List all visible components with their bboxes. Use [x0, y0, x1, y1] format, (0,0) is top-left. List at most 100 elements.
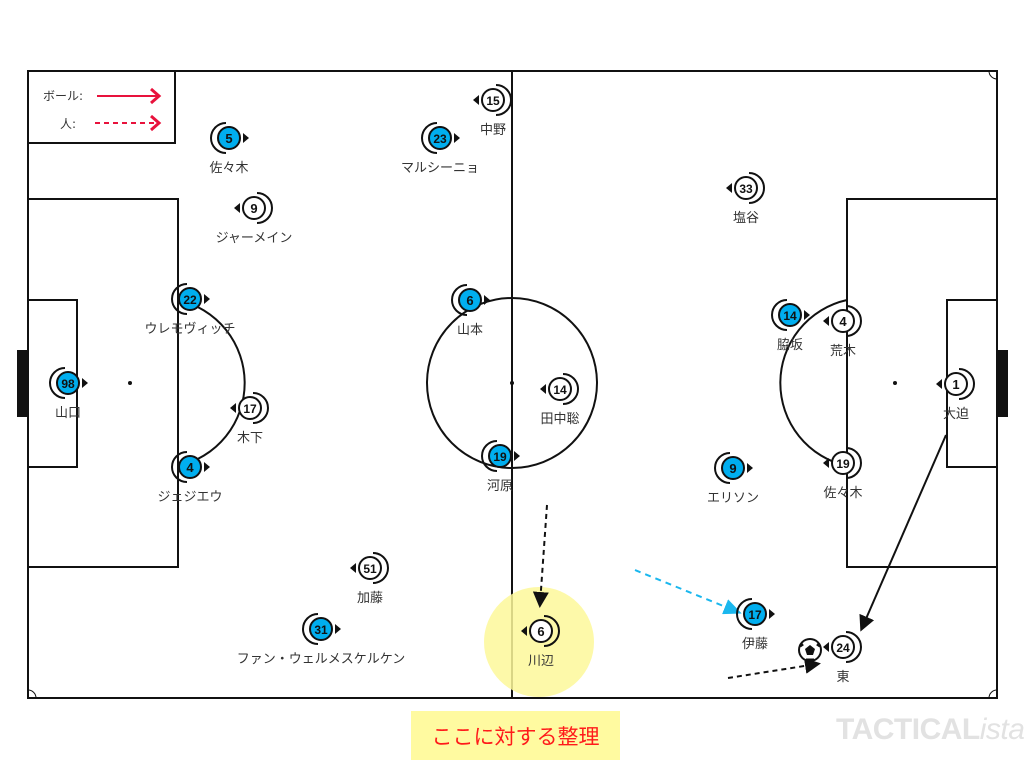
- player-name: 田中聡: [540, 412, 579, 427]
- facing-arrow-icon: [823, 316, 829, 326]
- player-number: 4: [186, 460, 194, 475]
- player-number: 6: [466, 293, 473, 308]
- caption-box: ここに対する整理: [411, 711, 620, 760]
- player-name: 塩谷: [733, 211, 759, 226]
- body-orientation-icon: [748, 172, 765, 204]
- watermark-logo: TACTICALista: [836, 713, 1024, 747]
- body-orientation-icon: [958, 368, 975, 400]
- player-home[interactable]: 22 ウレモヴィッチ: [144, 283, 236, 337]
- player-marker: [831, 309, 855, 333]
- player-marker: [743, 602, 767, 626]
- facing-arrow-icon: [823, 458, 829, 468]
- player-home[interactable]: 4 ジェジエウ: [157, 451, 223, 505]
- legend-ball-label: ボール:: [43, 89, 83, 103]
- player-away[interactable]: 1大迫: [936, 368, 975, 422]
- player-number: 31: [314, 623, 328, 637]
- facing-arrow-icon: [82, 378, 88, 388]
- watermark-italic: ista: [979, 713, 1024, 746]
- player-name: エリソン: [707, 491, 759, 506]
- player-number: 6: [537, 624, 544, 639]
- legend-box: ボール: 人:: [27, 70, 176, 144]
- player-number: 4: [839, 314, 847, 329]
- player-name: ウレモヴィッチ: [144, 321, 235, 337]
- body-orientation-icon: [481, 440, 498, 472]
- player-marker: [309, 617, 333, 641]
- player-away[interactable]: 24東: [823, 631, 862, 685]
- body-orientation-icon: [210, 122, 227, 154]
- player-number: 9: [729, 461, 736, 476]
- player-marker: [944, 372, 968, 396]
- right-goal: [997, 350, 1008, 417]
- player-name: 伊藤: [742, 637, 768, 652]
- player-number: 19: [493, 450, 507, 464]
- body-orientation-icon: [171, 451, 188, 483]
- player-name: 大迫: [943, 407, 969, 422]
- body-orientation-icon: [171, 283, 188, 315]
- facing-arrow-icon: [540, 384, 546, 394]
- player-name: 中野: [480, 123, 506, 138]
- player-name: マルシーニョ: [401, 161, 479, 176]
- body-orientation-icon: [543, 615, 560, 647]
- facing-arrow-icon: [473, 95, 479, 105]
- player-marker: [178, 287, 202, 311]
- player-marker: [721, 456, 745, 480]
- facing-arrow-icon: [335, 624, 341, 634]
- player-home[interactable]: 6山本: [451, 284, 490, 338]
- facing-arrow-icon: [350, 563, 356, 573]
- body-orientation-icon: [845, 631, 862, 663]
- facing-arrow-icon: [726, 183, 732, 193]
- body-orientation-icon: [372, 552, 389, 584]
- run-arrow: [727, 657, 821, 679]
- player-marker: [481, 88, 505, 112]
- player-away[interactable]: 6川辺: [521, 615, 560, 669]
- body-orientation-icon: [771, 299, 788, 331]
- player-marker: [488, 444, 512, 468]
- facing-arrow-icon: [823, 642, 829, 652]
- body-orientation-icon: [451, 284, 468, 316]
- player-name: ジャーメイン: [216, 231, 293, 246]
- body-orientation-icon: [421, 122, 438, 154]
- player-marker: [238, 396, 262, 420]
- facing-arrow-icon: [747, 463, 753, 473]
- player-name: 荒木: [830, 344, 856, 359]
- body-orientation-icon: [302, 613, 319, 645]
- facing-arrow-icon: [804, 310, 810, 320]
- body-orientation-icon: [562, 373, 579, 405]
- center-spot: [510, 381, 514, 385]
- facing-arrow-icon: [936, 379, 942, 389]
- player-number: 22: [183, 293, 197, 307]
- player-home[interactable]: 9 エリソン: [707, 452, 759, 506]
- player-number: 15: [486, 94, 500, 108]
- player-marker: [529, 619, 553, 643]
- facing-arrow-icon: [514, 451, 520, 461]
- watermark-bold: TACTICAL: [836, 713, 980, 746]
- facing-arrow-icon: [230, 403, 236, 413]
- movement-arrows: [532, 434, 947, 679]
- penalty-spot: [893, 381, 897, 385]
- body-orientation-icon: [252, 392, 269, 424]
- body-orientation-icon: [714, 452, 731, 484]
- player-away[interactable]: 4 荒木: [823, 305, 862, 359]
- player-number: 98: [61, 377, 75, 391]
- body-orientation-icon: [495, 84, 512, 116]
- player-name: ジェジエウ: [157, 490, 222, 505]
- player-number: 14: [783, 309, 797, 323]
- run-arrow: [532, 504, 549, 608]
- penalty-spot: [128, 381, 132, 385]
- player-away[interactable]: 15 中野: [473, 84, 512, 138]
- player-number: 51: [363, 562, 377, 576]
